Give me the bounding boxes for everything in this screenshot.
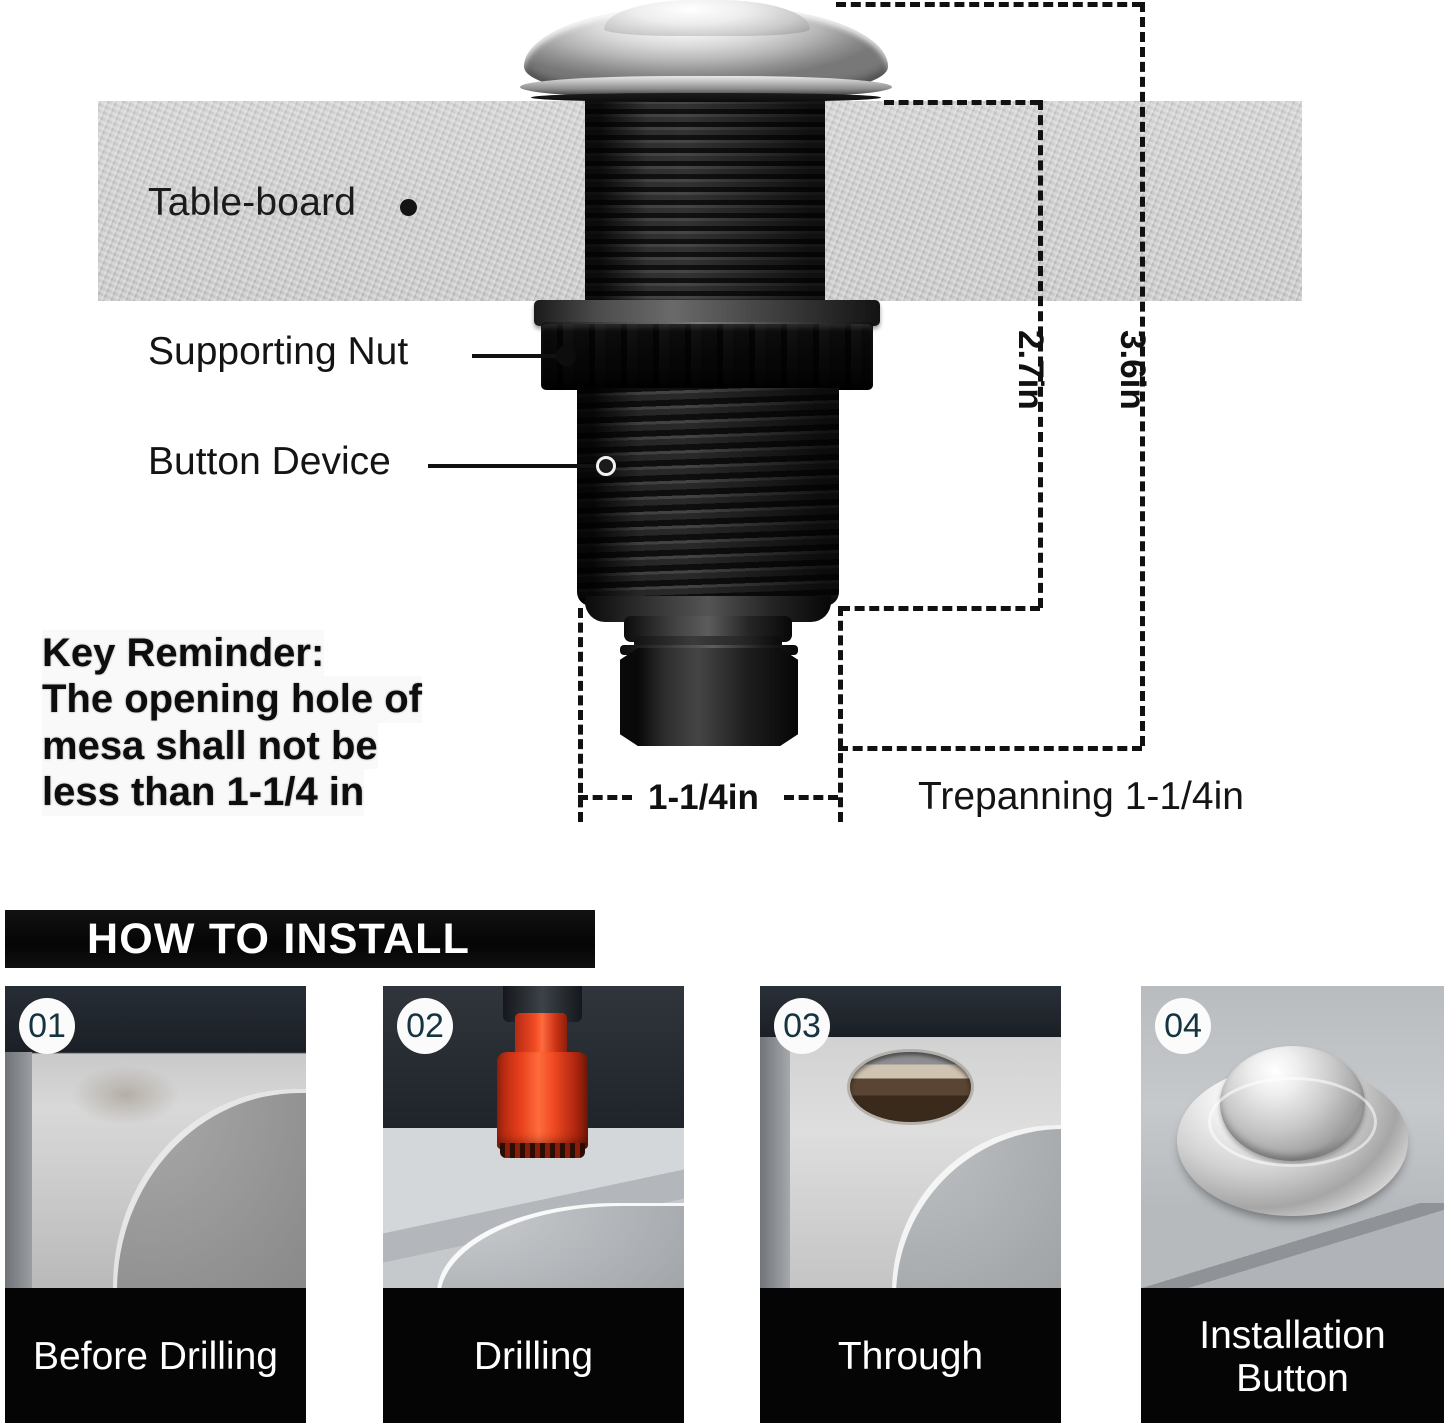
dim-3-6in-top-tick [836, 2, 1142, 7]
step-photo-drilling [383, 986, 684, 1288]
hole-saw-drilling-image [383, 986, 684, 1288]
button-device-leader-line [428, 464, 604, 468]
counter-surface [1141, 1203, 1444, 1288]
cap-gasket-line [531, 93, 881, 102]
install-step-card[interactable]: 03 Through [760, 986, 1061, 1423]
button-device-label: Button Device [148, 440, 391, 483]
dim-2-7in-label: 2.7in [1011, 330, 1050, 410]
hex-nut [620, 648, 798, 746]
install-step-card[interactable]: 01 Before Drilling [5, 986, 306, 1423]
counter-edge [5, 1052, 33, 1288]
hole-saw-teeth [500, 1143, 585, 1159]
hole-width-label: 1-1/4in [648, 778, 759, 817]
button-highlight-ring [1207, 1076, 1378, 1168]
installation-diagram: Table-board Supporting Nut Button Device [42, 0, 1302, 822]
step-number-badge: 01 [19, 998, 75, 1054]
dim-2-7in-bottom-tick [840, 606, 1040, 611]
step-caption: Installation Button [1141, 1288, 1444, 1423]
supporting-nut-label: Supporting Nut [148, 330, 409, 373]
step-number-badge: 04 [1155, 998, 1211, 1054]
step-caption: Before Drilling [5, 1288, 306, 1423]
supporting-nut-leader-line [472, 354, 570, 358]
dim-3-6in-bottom-tick [838, 746, 1142, 751]
how-to-install-banner: HOW TO INSTALL [5, 910, 595, 968]
trepanning-label: Trepanning 1-1/4in [918, 775, 1244, 818]
step-caption: Drilling [383, 1288, 684, 1423]
supporting-nut-marker-dot [556, 346, 576, 366]
step-number-badge: 03 [774, 998, 830, 1054]
key-reminder-line-1: Key Reminder: [42, 630, 325, 677]
hole-width-right-arrow [784, 795, 838, 800]
dim-3-6in-vertical [1140, 2, 1145, 746]
surface-smudge [71, 1064, 180, 1125]
button-device-marker-dot [596, 456, 616, 476]
trepanning-right-vertical [838, 606, 843, 822]
hole-width-left-arrow [578, 795, 632, 800]
key-reminder-note: Key Reminder: The opening hole of mesa s… [42, 630, 512, 816]
install-step-card[interactable]: 02 Drilling [383, 986, 684, 1423]
key-reminder-line-3: mesa shall not be [42, 722, 378, 770]
counter-edge [760, 1037, 791, 1288]
table-board-label: Table-board [148, 181, 357, 224]
hole-width-left-vertical [578, 608, 583, 822]
dim-3-6in-label: 3.6in [1113, 330, 1152, 410]
barrel-flange [534, 300, 880, 326]
lower-threaded-barrel [577, 388, 839, 606]
hole-saw-body [497, 1052, 588, 1150]
dim-2-7in-vertical [1038, 100, 1043, 608]
how-to-install-section: HOW TO INSTALL 01 Before Drilling 02 [0, 880, 1444, 1423]
how-to-install-title: HOW TO INSTALL [87, 914, 471, 963]
drilled-hole [850, 1052, 971, 1122]
table-board-marker-dot [400, 199, 417, 216]
supporting-nut [541, 324, 873, 390]
chrome-cap-crown [604, 0, 810, 36]
upper-threaded-barrel [585, 96, 825, 308]
install-step-card[interactable]: 04 Installation Button [1141, 986, 1444, 1423]
step-number-badge: 02 [397, 998, 453, 1054]
step-caption: Through [760, 1288, 1061, 1423]
key-reminder-line-2: The opening hole of [42, 676, 422, 723]
sink-bowl [892, 1124, 1061, 1288]
chrome-cap-rim [520, 76, 892, 98]
button-assembly-illustration [520, 0, 892, 746]
key-reminder-line-4: less than 1-1/4 in [42, 769, 365, 816]
dim-2-7in-top-tick [884, 100, 1040, 105]
install-steps-list: 01 Before Drilling 02 [0, 986, 1444, 1423]
